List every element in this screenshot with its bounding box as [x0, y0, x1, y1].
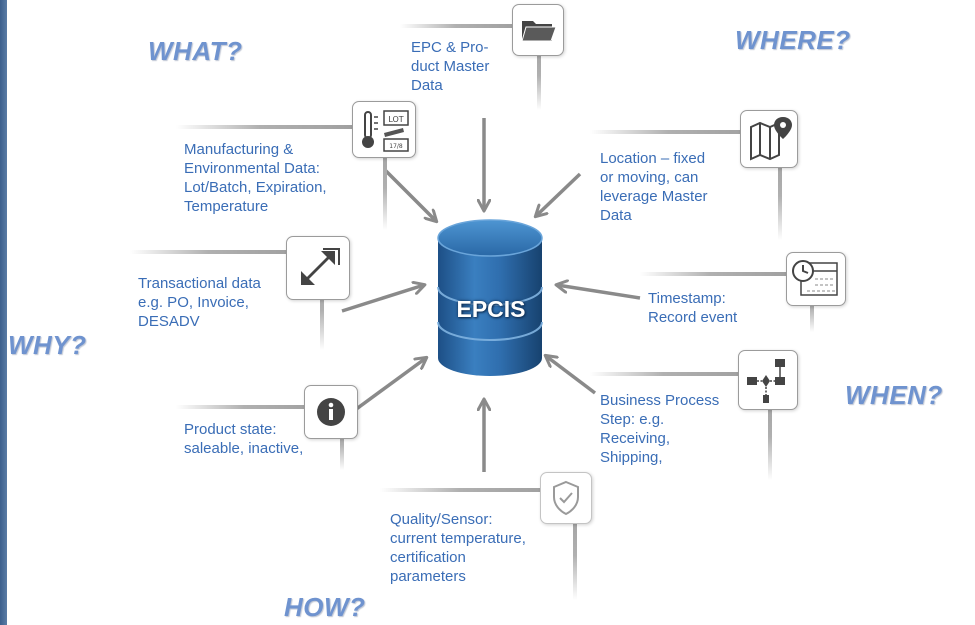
- card-text-line: Receiving,: [600, 430, 671, 447]
- card-business-process-border-right: [768, 372, 772, 480]
- card-text-line: Business Process: [600, 392, 720, 409]
- card-timestamp-border-top: [640, 272, 816, 276]
- card-text-line: leverage Master: [600, 188, 708, 205]
- flowchart-icon: [738, 350, 798, 410]
- map-pin-icon: [740, 110, 798, 168]
- card-text-line: Quality/Sensor:: [390, 511, 493, 528]
- card-text-line: Record event: [648, 309, 738, 326]
- card-epc-border-right: [537, 24, 541, 110]
- arrow-business-process: [546, 356, 597, 395]
- arrow-location: [536, 172, 582, 216]
- question-how: HOW?: [284, 592, 366, 622]
- card-text-line: DESADV: [138, 313, 200, 330]
- card-text-line: certification: [390, 549, 466, 566]
- card-text-line: Temperature: [184, 198, 269, 215]
- folder-icon: [512, 4, 564, 56]
- card-text-line: duct Master: [411, 58, 490, 75]
- card-text-line: saleable, inactive,: [184, 440, 304, 457]
- arrow-transactional: [341, 285, 424, 313]
- card-text-line: Location – fixed: [600, 150, 706, 167]
- question-when: WHEN?: [845, 380, 943, 410]
- card-location-border-top: [590, 130, 786, 134]
- exchange-arrows-icon: [286, 236, 350, 300]
- card-transactional-border-top: [130, 250, 326, 254]
- card-manufacturing-border-right: [383, 125, 387, 230]
- svg-text:17/8: 17/8: [389, 143, 403, 150]
- question-why: WHY?: [8, 330, 87, 360]
- left-edge-bar: [0, 0, 7, 625]
- svg-text:LOT: LOT: [388, 115, 403, 124]
- card-business-process-border-top: [590, 372, 774, 376]
- card-quality-border-right: [573, 488, 577, 600]
- card-text-line: EPC & Pro-: [411, 39, 489, 56]
- epcis-label: EPCIS: [456, 296, 526, 322]
- card-text-line: Lot/Batch, Expiration,: [184, 179, 327, 196]
- card-text-line: Transactional data: [138, 275, 261, 292]
- question-where: WHERE?: [735, 25, 851, 55]
- card-text-line: parameters: [390, 568, 466, 585]
- card-text-line: Data: [411, 77, 443, 94]
- shield-check-icon: [540, 472, 592, 524]
- info-icon: [304, 385, 358, 439]
- card-text-line: Shipping,: [600, 449, 663, 466]
- card-manufacturing-border-top: [176, 125, 386, 129]
- card-text-line: Product state:: [184, 421, 277, 438]
- card-text-line: Timestamp:: [648, 290, 726, 307]
- card-text-line: Data: [600, 207, 632, 224]
- card-text-line: or moving, can: [600, 169, 699, 186]
- epcis-database-cylinder: [437, 219, 543, 376]
- card-text-line: current temperature,: [390, 530, 526, 547]
- card-location-border-right: [778, 130, 782, 240]
- calendar-clock-icon: [786, 252, 846, 306]
- card-text-line: Manufacturing &: [184, 141, 294, 158]
- card-epc-border-top: [400, 24, 540, 28]
- card-quality-border-top: [380, 488, 578, 492]
- card-transactional-border-right: [320, 250, 324, 350]
- thermometer-lot-icon: LOT 17/8: [352, 101, 416, 158]
- card-text-line: Environmental Data:: [184, 160, 320, 177]
- card-text-line: e.g. PO, Invoice,: [138, 294, 249, 311]
- question-what: WHAT?: [148, 36, 243, 66]
- card-text-line: Step: e.g.: [600, 411, 665, 428]
- arrow-manufacturing: [383, 168, 436, 221]
- arrow-product-state: [353, 358, 426, 412]
- card-product-state-border-top: [176, 405, 346, 409]
- arrow-timestamp: [557, 285, 641, 300]
